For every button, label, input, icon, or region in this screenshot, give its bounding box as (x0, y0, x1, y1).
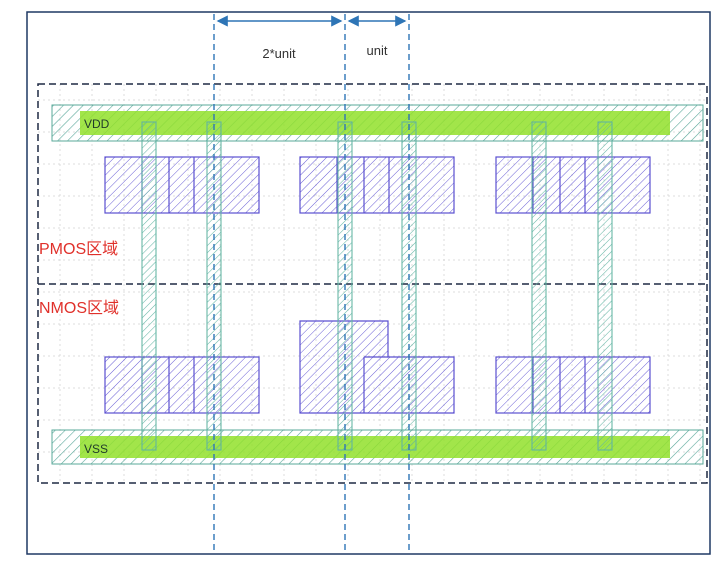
vss-label: VSS (84, 442, 108, 456)
poly-gate-6 (597, 121, 613, 451)
dimension-label-unit: unit (367, 43, 388, 58)
vdd-label: VDD (84, 117, 110, 131)
nmos-region-label: NMOS区域 (39, 299, 119, 317)
nmos-diffusion-right (495, 356, 651, 414)
pmos-diffusion-middle (299, 156, 455, 214)
poly-gate-5 (531, 121, 547, 451)
poly-gate-1 (141, 121, 157, 451)
vdd-rail (51, 104, 704, 142)
pmos-diffusion-right (495, 156, 651, 214)
nmos-diffusion-left (104, 356, 260, 414)
dimension-label-2unit: 2*unit (262, 46, 296, 61)
pmos-region-label: PMOS区域 (39, 240, 118, 258)
pmos-diffusion-left (104, 156, 260, 214)
vss-rail (51, 429, 704, 465)
dimension-guides (213, 14, 410, 554)
pmos-diffusions (104, 156, 651, 214)
